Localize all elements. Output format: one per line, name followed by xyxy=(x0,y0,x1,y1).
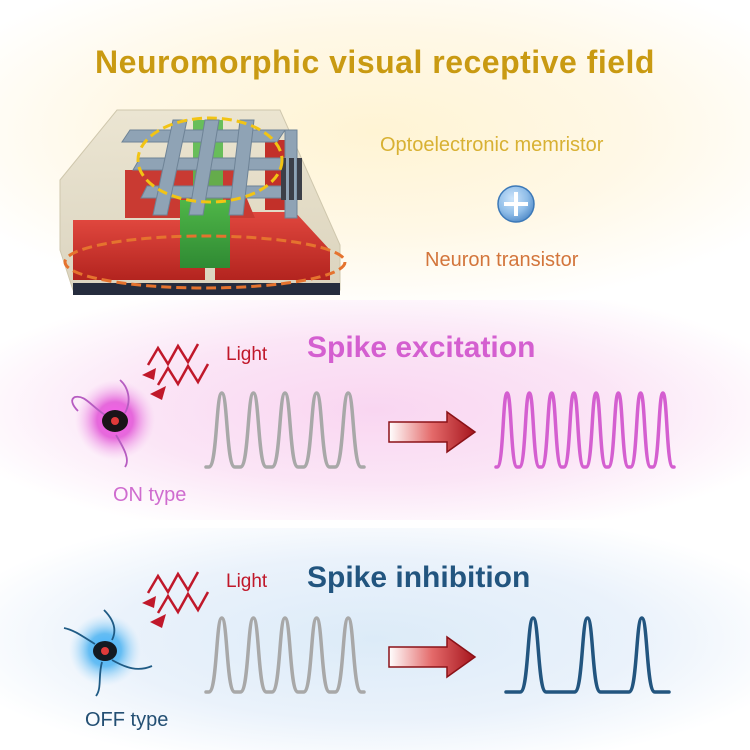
light-label-bottom: Light xyxy=(226,571,268,592)
spike-excitation-title: Spike excitation xyxy=(307,331,536,364)
excitation-arrow xyxy=(388,410,477,454)
inhibition-arrow xyxy=(388,635,477,679)
inhibition-input-spike-train xyxy=(204,616,366,694)
on-type-neuron xyxy=(71,379,155,468)
light-label-top: Light xyxy=(226,344,268,365)
inhibition-output-spike-train xyxy=(504,616,671,694)
excitation-input-spike-train xyxy=(204,391,366,469)
optoelectronic-memristor-label: Optoelectronic memristor xyxy=(380,134,604,156)
excitation-output-spikes xyxy=(494,391,676,469)
off-type-label: OFF type xyxy=(85,709,169,731)
neuron-transistor-label: Neuron transistor xyxy=(425,249,579,271)
device-illustration xyxy=(59,109,347,295)
spike-inhibition-title: Spike inhibition xyxy=(307,561,531,594)
light-icon-bottom xyxy=(142,571,210,628)
light-icon-top xyxy=(142,343,210,400)
inhibition-input-spikes xyxy=(204,616,366,694)
inhibition-output-spikes xyxy=(504,616,671,694)
plus-icon xyxy=(497,185,535,223)
figure-title: Neuromorphic visual receptive field xyxy=(95,44,655,80)
on-type-label: ON type xyxy=(113,484,187,506)
excitation-input-spikes xyxy=(204,391,366,469)
off-type-neuron xyxy=(63,609,153,697)
excitation-output-spike-train xyxy=(494,391,676,469)
